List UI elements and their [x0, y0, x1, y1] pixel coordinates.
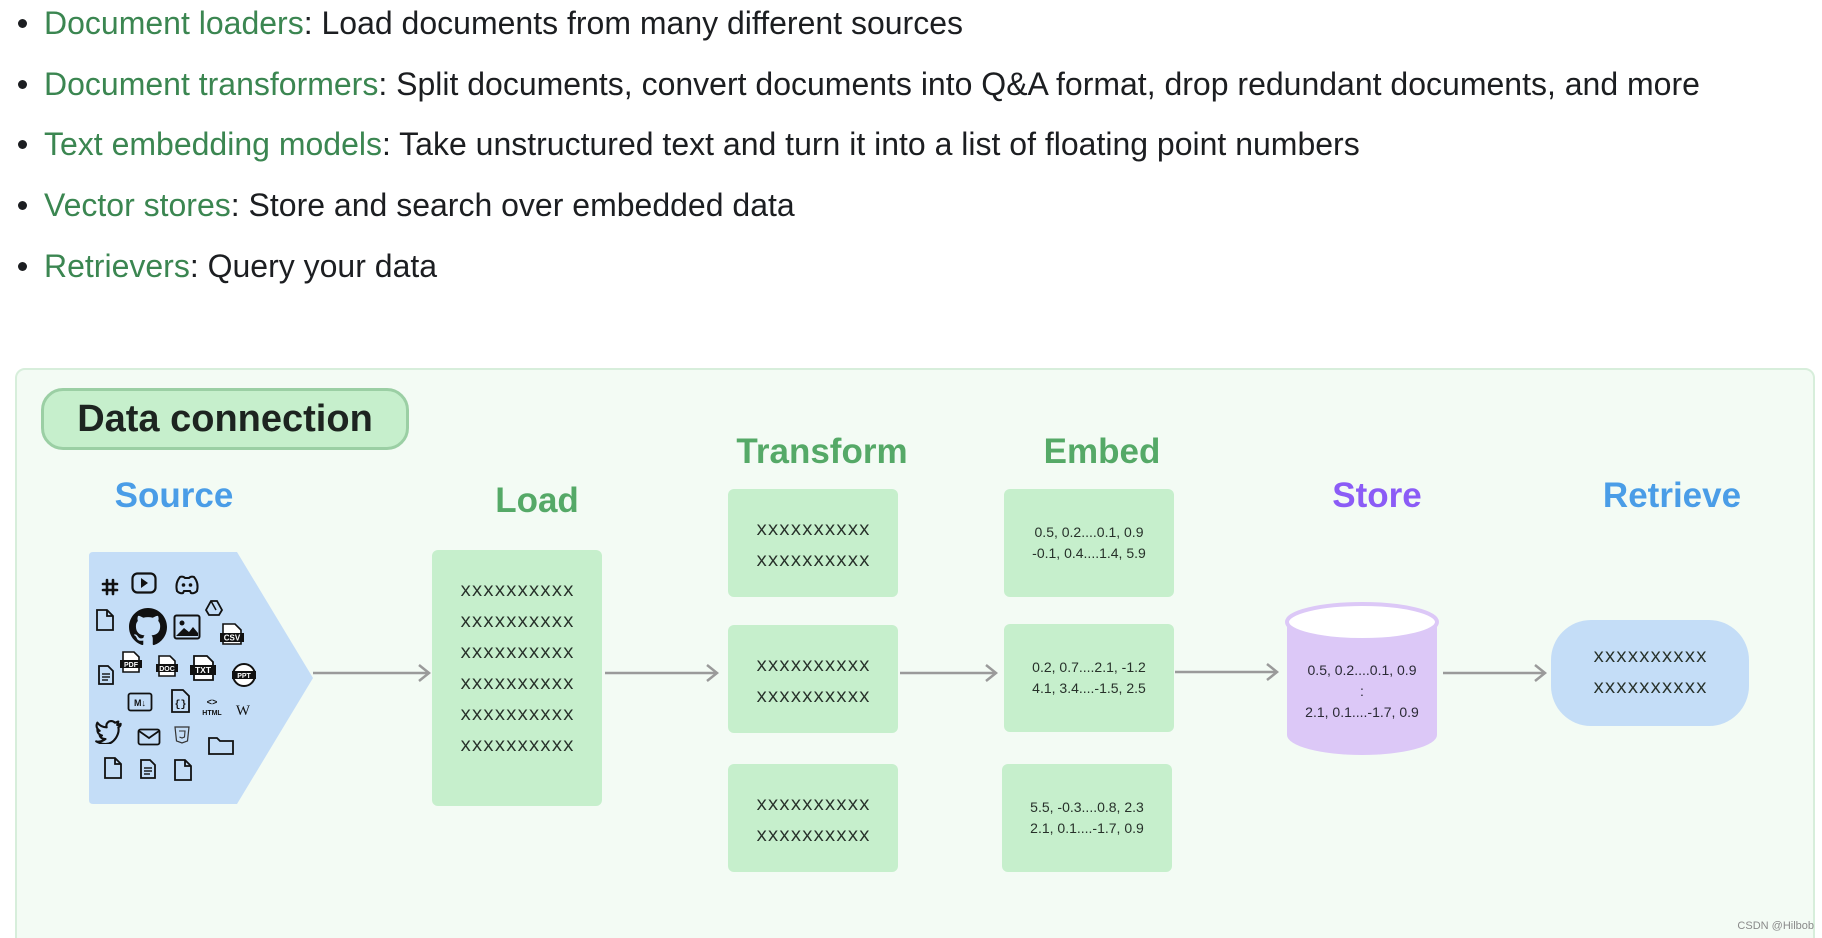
load-line: xxxxxxxxxx	[459, 704, 575, 726]
chunk-line: xxxxxxxxxx	[755, 519, 871, 541]
vector-line: 4.1, 3.4....-1.5, 2.5	[1032, 680, 1146, 696]
twitter-icon	[95, 720, 122, 744]
arrow-transform-to-embed	[900, 664, 999, 682]
chunk-line: xxxxxxxxxx	[755, 794, 871, 816]
bullet	[18, 140, 27, 149]
watermark: CSDN @Hilbob	[1737, 920, 1814, 932]
embedding-vector-card: 0.5, 0.2....0.1, 0.9 -0.1, 0.4....1.4, 5…	[1004, 489, 1174, 597]
txt-icon: TXT	[190, 655, 216, 681]
diagram-title: Data connection	[41, 388, 409, 450]
file-icon	[104, 757, 122, 779]
store-line: 0.5, 0.2....0.1, 0.9	[1307, 662, 1417, 678]
ppt-icon-label: PPT	[237, 673, 251, 680]
retrieve-line: xxxxxxxxxx	[1592, 646, 1708, 668]
docx-icon: DOC	[156, 655, 178, 677]
ppt-icon: PPT	[232, 663, 256, 687]
stage-title-store: Store	[1332, 476, 1422, 515]
document-transformers-link[interactable]: Document transformers	[44, 66, 379, 102]
vector-line: 0.5, 0.2....0.1, 0.9	[1034, 524, 1144, 540]
markdown-icon-label: M↓	[134, 698, 146, 708]
markdown-icon: M↓	[127, 692, 153, 712]
arrow-load-to-transform	[605, 664, 720, 682]
stage-title-transform: Transform	[736, 432, 908, 471]
list-item-description: : Query your data	[189, 248, 438, 284]
css-icon	[174, 726, 190, 744]
document-loaders-link[interactable]: Document loaders	[44, 5, 304, 41]
stage-title-source: Source	[114, 476, 234, 515]
folder-icon	[208, 737, 234, 755]
wikipedia-icon: W	[236, 703, 251, 718]
vector-stores-link[interactable]: Vector stores	[44, 187, 231, 223]
txt-icon-label: TXT	[195, 665, 212, 675]
pdf-icon: PDF	[120, 651, 142, 673]
email-icon	[137, 728, 161, 746]
load-document-card: xxxxxxxxxx xxxxxxxxxx xxxxxxxxxx xxxxxxx…	[432, 550, 602, 806]
load-line: xxxxxxxxxx	[459, 580, 575, 602]
chunk-line: xxxxxxxxxx	[755, 655, 871, 677]
html-icon: <> HTML	[202, 698, 222, 717]
stage-title-embed: Embed	[1043, 432, 1161, 471]
list-item-description: : Store and search over embedded data	[230, 187, 795, 223]
retrievers-link[interactable]: Retrievers	[44, 248, 190, 284]
vector-store-cylinder	[1285, 602, 1439, 755]
arrow-store-to-retrieve	[1443, 664, 1548, 682]
store-line: :	[1360, 683, 1364, 699]
vector-line: 5.5, -0.3....0.8, 2.3	[1030, 799, 1144, 815]
json-icon-label: {}	[174, 699, 186, 711]
store-line: 2.1, 0.1....-1.7, 0.9	[1305, 704, 1419, 720]
file-icon	[174, 759, 192, 781]
chunk-line: xxxxxxxxxx	[755, 550, 871, 572]
stage-title-load: Load	[495, 481, 579, 520]
wikipedia-icon-label: W	[236, 703, 251, 718]
text-embedding-models-link[interactable]: Text embedding models	[44, 126, 382, 162]
json-icon: {}	[171, 689, 190, 713]
pdf-icon-label: PDF	[124, 662, 139, 669]
html-icon-label: HTML	[202, 710, 222, 717]
embedding-vector-card: 0.2, 0.7....2.1, -1.2 4.1, 3.4....-1.5, …	[1004, 624, 1174, 732]
load-line: xxxxxxxxxx	[459, 735, 575, 757]
load-line: xxxxxxxxxx	[459, 642, 575, 664]
vector-line: 0.2, 0.7....2.1, -1.2	[1032, 659, 1146, 675]
file-icon	[96, 609, 114, 631]
drive-icon	[205, 600, 223, 616]
list-item-description: : Take unstructured text and turn it int…	[381, 126, 1360, 162]
image-icon	[173, 614, 201, 640]
chunk-line: xxxxxxxxxx	[755, 825, 871, 847]
doc-icon	[98, 665, 114, 685]
slack-icon	[101, 578, 119, 596]
arrow-embed-to-store	[1175, 663, 1280, 681]
retrieve-line: xxxxxxxxxx	[1592, 677, 1708, 699]
source-panel: CSV PDF DOC TXT PPT M↓	[85, 550, 315, 806]
data-connection-diagram: Data connection Source Load Transform Em…	[15, 368, 1815, 938]
transform-chunk-card: xxxxxxxxxx xxxxxxxxxx	[728, 625, 898, 733]
github-icon	[129, 608, 167, 646]
list-item-description: : Split documents, convert documents int…	[378, 66, 1700, 102]
embedding-vector-card: 5.5, -0.3....0.8, 2.3 2.1, 0.1....-1.7, …	[1002, 764, 1172, 872]
csv-icon: CSV	[220, 623, 244, 645]
load-line: xxxxxxxxxx	[459, 673, 575, 695]
transform-chunk-card: xxxxxxxxxx xxxxxxxxxx	[728, 489, 898, 597]
bullet	[18, 80, 27, 89]
chunk-line: xxxxxxxxxx	[755, 686, 871, 708]
svg-text:<>: <>	[207, 698, 218, 708]
bullet	[18, 262, 27, 271]
vector-line: 2.1, 0.1....-1.7, 0.9	[1030, 820, 1144, 836]
bullet	[18, 201, 27, 210]
csv-icon-label: CSV	[224, 634, 241, 643]
text-file-icon	[140, 759, 156, 779]
load-line: xxxxxxxxxx	[459, 611, 575, 633]
vector-line: -0.1, 0.4....1.4, 5.9	[1032, 545, 1146, 561]
transform-chunk-card: xxxxxxxxxx xxxxxxxxxx	[728, 764, 898, 872]
list-item-description: : Load documents from many different sou…	[303, 5, 963, 41]
discord-icon	[175, 575, 199, 595]
stage-title-retrieve: Retrieve	[1602, 476, 1742, 515]
retrieve-result-card: xxxxxxxxxx xxxxxxxxxx	[1551, 620, 1749, 726]
store-vectors: 0.5, 0.2....0.1, 0.9 : 2.1, 0.1....-1.7,…	[1282, 660, 1442, 723]
bullet	[18, 19, 27, 28]
arrow-source-to-load	[313, 664, 432, 682]
docx-icon-label: DOC	[159, 666, 175, 673]
youtube-icon	[131, 572, 157, 594]
